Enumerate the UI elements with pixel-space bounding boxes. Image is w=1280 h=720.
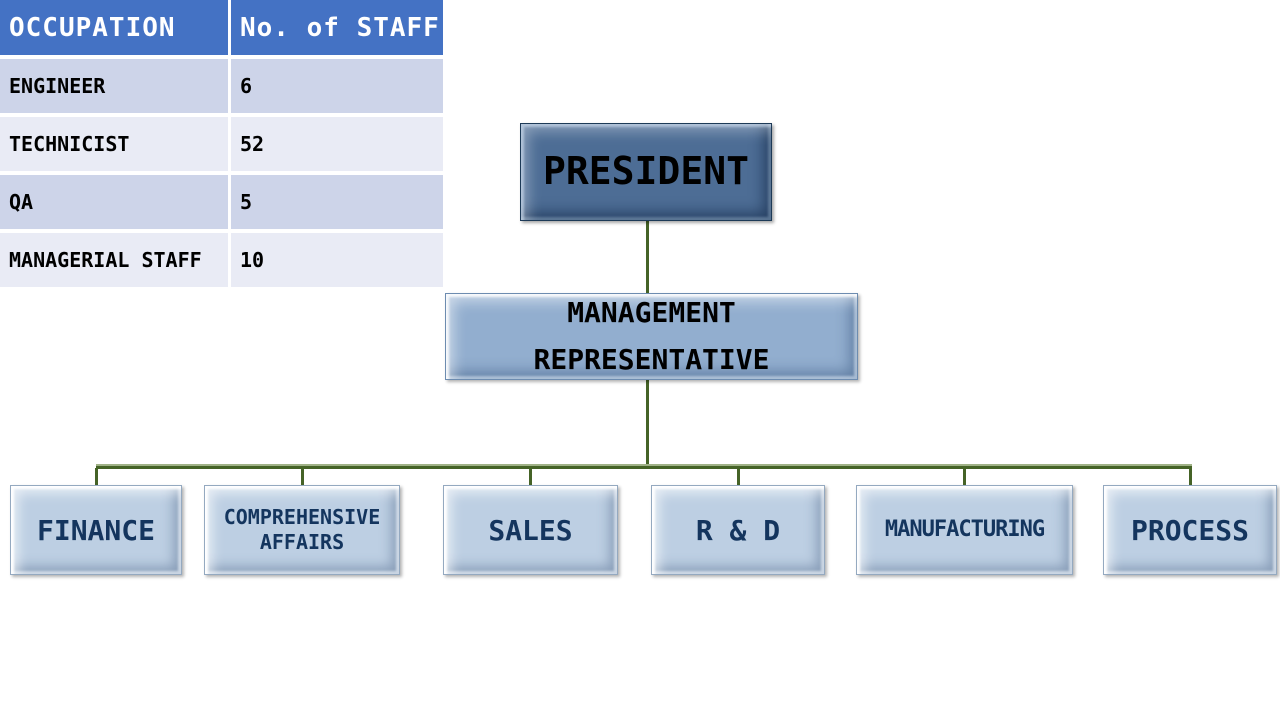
org-box-comprehensive-affairs-label: COMPREHENSIVE AFFAIRS	[223, 505, 381, 554]
connector-drop-sales	[529, 468, 532, 485]
table-header-staff-count: No. of STAFF	[231, 0, 443, 55]
org-box-sales-label: SALES	[488, 513, 573, 547]
org-box-rd: R & D	[651, 485, 825, 575]
org-box-manufacturing: MANUFACTURING	[856, 485, 1073, 575]
connector-drop-finance	[94, 468, 98, 485]
connector-bus	[96, 466, 1192, 469]
table-cell-count: 6	[231, 59, 443, 113]
org-box-sales: SALES	[443, 485, 618, 575]
connector-drop-rd	[736, 468, 740, 485]
connector-drop-comprehensive-affairs	[300, 468, 304, 485]
org-box-comprehensive-affairs: COMPREHENSIVE AFFAIRS	[204, 485, 400, 575]
org-box-president: PRESIDENT	[520, 123, 772, 221]
org-box-finance-label: FINANCE	[36, 513, 155, 547]
org-box-rd-label: R & D	[695, 513, 781, 547]
table-cell-count: 10	[231, 233, 443, 287]
org-box-process: PROCESS	[1103, 485, 1277, 575]
connector-president-to-rep	[645, 221, 649, 293]
table-cell-occupation: MANAGERIAL STAFF	[0, 233, 228, 287]
org-box-manufacturing-label: MANUFACTURING	[884, 517, 1045, 543]
org-box-process-label: PROCESS	[1130, 513, 1249, 547]
org-box-management-representative-label: MANAGEMENT REPRESENTATIVE	[533, 296, 770, 376]
table-cell-occupation: QA	[0, 175, 228, 229]
connector-rep-to-bus	[645, 380, 649, 468]
org-box-management-representative: MANAGEMENT REPRESENTATIVE	[445, 293, 858, 380]
table-header-occupation: OCCUPATION	[0, 0, 228, 55]
org-box-finance: FINANCE	[10, 485, 182, 575]
table-cell-occupation: TECHNICIST	[0, 117, 228, 171]
connector-drop-manufacturing	[963, 468, 966, 485]
table-cell-occupation: ENGINEER	[0, 59, 228, 113]
connector-bus-highlight	[96, 464, 1192, 466]
staff-table: OCCUPATION No. of STAFF ENGINEER 6 TECHN…	[0, 0, 443, 287]
org-box-president-label: PRESIDENT	[543, 149, 749, 194]
table-cell-count: 5	[231, 175, 443, 229]
connector-drop-process	[1188, 468, 1192, 485]
table-cell-count: 52	[231, 117, 443, 171]
